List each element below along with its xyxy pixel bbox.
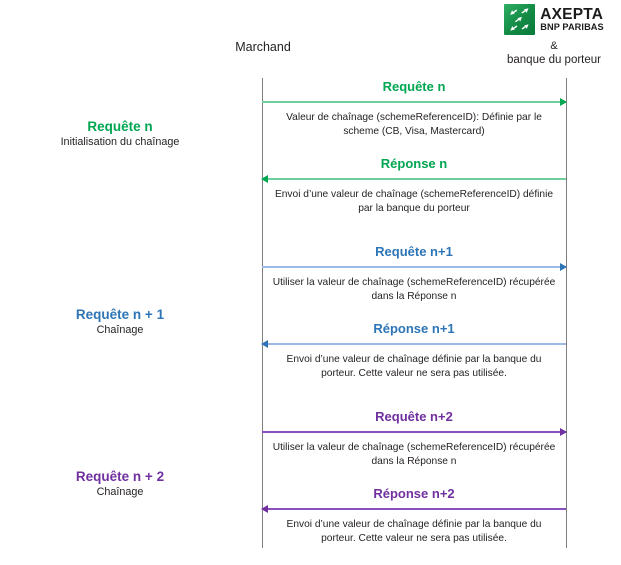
arrow-line [262,177,566,180]
brand-logo-row: AXEPTA BNP PARIBAS [490,4,618,35]
message-reponse-n-plus-2: Réponse n+2 Envoi d’une valeur de chaîna… [261,486,566,545]
bnp-paribas-logo-icon [504,4,536,35]
arrow-head-icon [261,339,268,348]
message-description: Utiliser la valeur de chaînage (schemeRe… [272,441,556,467]
step-subtitle: Chaînage [96,323,144,336]
step-label-requete-n-plus-1: Requête n + 1 Chaînage [0,307,240,336]
message-arrow-left [261,504,566,514]
message-title: Requête n+1 [375,244,453,259]
arrow-line [262,430,566,433]
arrow-line [262,265,566,268]
message-title: Réponse n [380,156,448,171]
message-requete-n-plus-2: Requête n+2 Utiliser la valeur de chaîna… [262,409,567,468]
message-reponse-n-plus-1: Réponse n+1 Envoi d’une valeur de chaîna… [261,321,566,380]
message-requete-n: Requête n Valeur de chaînage (schemeRefe… [262,79,567,138]
message-arrow-right [262,427,567,437]
arrow-line [262,507,566,510]
step-label-requete-n-plus-2: Requête n + 2 Chaînage [0,469,240,498]
arrow-head-icon [261,504,268,513]
brand-wordmark: AXEPTA BNP PARIBAS [540,7,604,33]
brand-name: AXEPTA [540,5,604,23]
message-title: Réponse n+1 [373,321,455,336]
message-description: Valeur de chaînage (schemeReferenceID): … [286,111,542,137]
step-title: Requête n + 2 [75,469,165,484]
arrow-head-icon [560,97,567,106]
arrow-line [262,342,566,345]
message-title: Réponse n+2 [373,486,455,501]
message-title: Requête n+2 [375,409,453,424]
message-description: Envoi d’une valeur de chaînage (schemeRe… [274,188,554,214]
brand-subtitle: banque du porteur [507,54,601,66]
step-label-requete-n: Requête n Initialisation du chaînage [0,119,240,148]
message-title: Requête n [382,79,446,94]
message-reponse-n: Réponse n Envoi d’une valeur de chaînage… [261,156,566,215]
brand-block: AXEPTA BNP PARIBAS & banque du porteur [490,4,618,66]
message-description: Envoi d’une valeur de chaînage définie p… [286,353,542,379]
brand-parent: BNP PARIBAS [540,22,604,33]
arrow-line [262,100,566,103]
step-title: Requête n + 1 [75,307,165,322]
step-subtitle: Initialisation du chaînage [60,135,180,148]
message-description: Utiliser la valeur de chaînage (schemeRe… [272,276,556,302]
actor-label-merchant: Marchand [235,40,291,54]
message-arrow-right [262,262,567,272]
brand-ampersand: & [550,40,558,52]
arrow-head-icon [560,262,567,271]
arrow-head-icon [261,174,268,183]
message-arrow-right [262,97,567,107]
lifeline-issuer-bank [566,78,567,548]
message-description: Envoi d’une valeur de chaînage définie p… [286,518,542,544]
message-arrow-left [261,174,566,184]
lifeline-merchant [262,78,263,548]
message-requete-n-plus-1: Requête n+1 Utiliser la valeur de chaîna… [262,244,567,303]
arrow-head-icon [560,427,567,436]
step-subtitle: Chaînage [96,485,144,498]
step-title: Requête n [87,119,153,134]
message-arrow-left [261,339,566,349]
